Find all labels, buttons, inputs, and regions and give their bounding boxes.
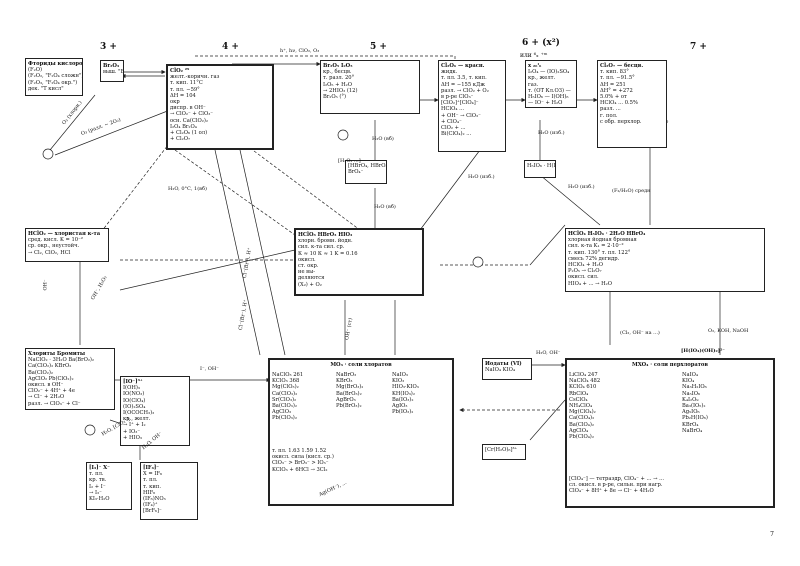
header-ox-6: 6 + (x²) — [522, 38, 560, 48]
box-perhalic-acids: HClO₄ H₅IO₆ · 2H₂O HBrO₄ хлорная йодная … — [565, 228, 765, 292]
box-if6-ion: [IF₆]⁻ X = IF₆ т. пл. т. кип. HIF₆ (IF₆)… — [140, 462, 198, 520]
arrow-label-19: [H(IO₄)(OH)₂]²⁻ — [681, 348, 725, 354]
box-halate-salts: MO₃ · соли хлоратов — [268, 358, 454, 506]
box-cl2o6: Cl₂O₆ — красн. жидк. т. пл. 3.5, т. кип.… — [438, 60, 506, 152]
box-hbro4-bro4: [HBrO₄, HBrO₄] BrO₄⁻ — [345, 160, 387, 184]
perhalate-col-2: NaIO₄ KIO₄ Na₃H₂IO₆ Na₅IO₆ K₄I₂O₉ Ba₃(IO… — [682, 372, 708, 434]
halate-bottom: т. пл. 1.63 1.59 1.52 окисл. сила (кисл.… — [272, 448, 334, 473]
arrow-label-7: H₂O (изб.) — [468, 174, 495, 180]
box-halogen-oxygen-fluorides: Фториды кислорода (F₂O) (F₂O₂, "F₂O₄ сло… — [25, 58, 83, 96]
arrow-label-20: H₂O, OH⁻ — [536, 350, 561, 356]
halate-col-2: NaBrO₃ KBrO₃ Mg(BrO₃)₂ Ba(BrO₃)₂ AgBrO₃ … — [336, 372, 364, 410]
arrow-label-18: O₂, KOH, NaOH — [708, 328, 749, 334]
box-i-ion: [I₃]⁻ X⁻ т. пл. кр. тв. I₂ + I⁻ → I₃⁻ KI… — [86, 462, 132, 510]
box-br2o3: Br₂O₃ выш. "Br" — [100, 60, 124, 82]
halate-col-1: NaClO₃ 261 KClO₃ 368 Mg(ClO₃)₂ Ca(ClO₃)₂… — [272, 372, 304, 422]
arrow-label-11: OH⁻ — [42, 279, 49, 291]
perhalate-bottom: [ClO₄⁻] — тетраэдр, ClO₄⁻ + ... → ... сл… — [569, 476, 665, 495]
box-h5io6: H₅IO₆ · H(IO₄) — [524, 160, 556, 178]
header-ox-3: 3 + — [100, 42, 117, 52]
header-ox-5: 5 + — [370, 42, 387, 52]
halate-col-3: NaIO₃ KIO₃ HIO₃·KIO₃ KH(IO₃)₂ Ba(IO₃)₂ A… — [392, 372, 419, 416]
perhalate-col-1: LiClO₄ 247 NaClO₄ 482 KClO₄ 610 RbClO₄ C… — [569, 372, 601, 441]
box-halogen-pentoxides: Br₂O₅ I₂O₅ кр., бесцв. т. разл. 20° I₂O₅… — [320, 60, 420, 114]
arrow-label-17: (Cl₂, ОН⁻ на ...) — [620, 330, 660, 336]
box-perhalate-salts: MXO₄ · соли перхлоратов — [565, 358, 775, 508]
box-cl2o7: Cl₂O₇ — бесцв. т. кип. 83° т. пл. −91.5°… — [597, 60, 667, 148]
arrow-label-9: H₂O (изб.) — [568, 184, 595, 190]
arrow-label-6: H₂O (вб) — [374, 204, 396, 210]
header-ox-7: 7 + — [690, 42, 707, 52]
box-halogen-dioxides: ClO₂ ²⁹ желт.-коричн. газ т. кип. 11°С т… — [166, 64, 274, 150]
box-cr-complex: [Cr(H₂O)₆]³⁺ — [482, 444, 526, 460]
page-number: 7 — [770, 531, 774, 538]
arrow-label-top: h⁺, hν, ClO₂, O₃ — [280, 48, 320, 54]
box-hydroxy-ion: х ₂₆ᴵ₆ I₂O₄ — (IO)₂SO₄ кр., желт. газ. т… — [525, 60, 577, 108]
arrow-label-5: H₂O (вб) — [372, 136, 394, 142]
box-bro-ion: [IO⁻]³⁺ I(OH)₃ IO(NO₃) IO(ClO₄) (IO)₂SO₄… — [120, 376, 190, 446]
box-chlorites-bromites: Хлориты Бромиты NaClO₂ · 3H₂O Ba(BrO₂)₂ … — [25, 348, 115, 410]
header-ox-6-sub: или ⁶ₓ ⁺ᵐ — [520, 52, 548, 59]
box-halic-acids: HClO₃ HBrO₃ HIO₃ хлорн. бромн. йодн. сил… — [294, 228, 424, 296]
arrow-label-4: [H₂O₂ ...] — [338, 158, 361, 164]
header-ox-4: 4 + — [222, 42, 239, 52]
box-periodates: Иодаты (VI) NaIO₄ KIO₄ — [482, 358, 532, 380]
arrow-label-3: H₂O, 0°С, 1(вб) — [168, 186, 207, 192]
box-hclo2-hbro2: HClO₂ — хлористая к-та сред. кисл. K = 1… — [25, 228, 109, 262]
arrow-label-10: (F₂/H₂O) средн — [612, 188, 651, 194]
arrow-label-8: H₂O (изб.) — [538, 130, 565, 136]
arrow-label-13: I⁻, OH⁻ — [200, 366, 219, 372]
